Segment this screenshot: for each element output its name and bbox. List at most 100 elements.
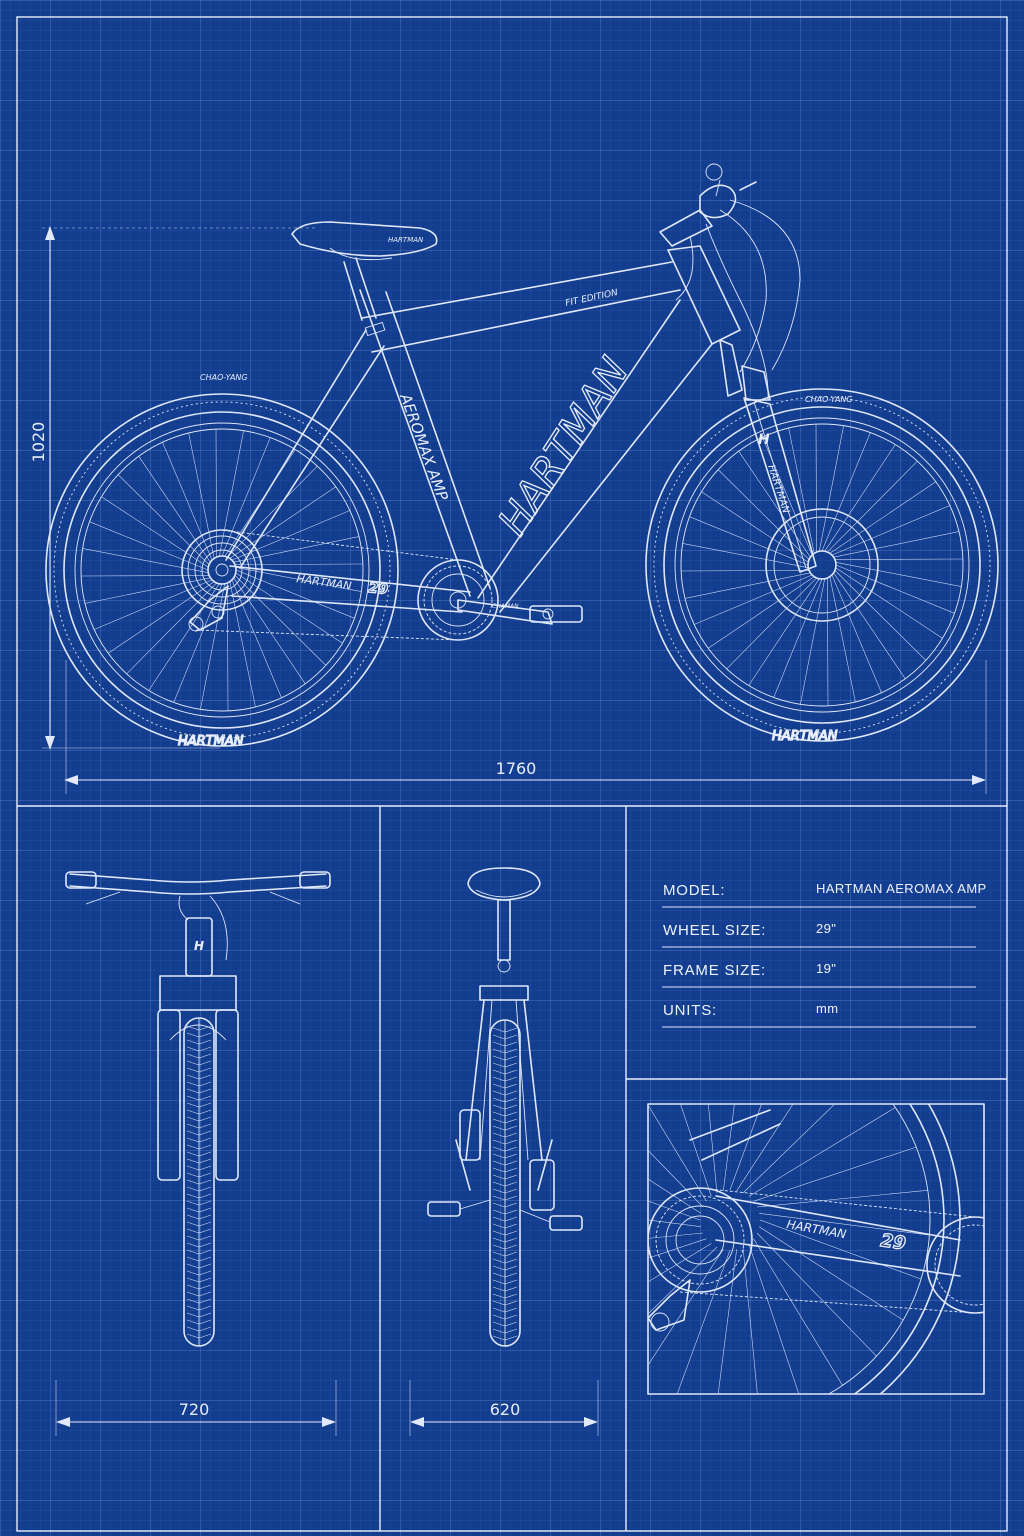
spec-label-wheel-size: WHEEL SIZE: xyxy=(663,922,766,939)
spoke xyxy=(827,577,829,706)
spoke xyxy=(834,558,963,560)
front-spokes xyxy=(681,424,963,706)
spoke xyxy=(173,583,223,703)
spoke xyxy=(762,437,813,556)
spoke xyxy=(756,1232,877,1357)
spoke xyxy=(648,1219,701,1227)
spoke xyxy=(723,1104,735,1191)
rear-spokes xyxy=(81,429,363,711)
spoke xyxy=(753,1146,917,1202)
saddle: HARTMAN xyxy=(291,221,438,337)
spoke xyxy=(729,1104,762,1191)
spec-label-units: UNITS: xyxy=(663,1002,717,1019)
spoke xyxy=(234,575,327,666)
spoke xyxy=(648,1178,701,1214)
chainstay-size-decal: 29 xyxy=(368,580,389,598)
spoke xyxy=(800,578,825,705)
spoke xyxy=(200,583,225,710)
panel-borders xyxy=(16,16,1008,1532)
spoke xyxy=(233,536,360,563)
spoke xyxy=(835,567,943,639)
spoke xyxy=(188,432,215,559)
spoke xyxy=(681,570,810,572)
side-view: 1020 1760 CHAO-YANG HARTMAN xyxy=(29,163,999,794)
spoke xyxy=(108,581,215,654)
frame: HARTMAN AEROMAX AMP FIT EDITION HARTMAN … xyxy=(225,245,741,613)
spoke xyxy=(138,456,211,563)
height-dimension: 1020 xyxy=(29,226,318,750)
spoke xyxy=(748,1107,896,1197)
rear-view-frame xyxy=(455,985,555,1211)
front-width-dimension: 720 xyxy=(55,1380,337,1436)
spoke xyxy=(215,429,217,558)
spoke xyxy=(126,582,217,675)
crank-decal: CHAMAN xyxy=(492,603,519,610)
spoke xyxy=(235,567,362,592)
rear-view-saddle xyxy=(467,867,541,973)
spoke xyxy=(648,1246,718,1315)
length-dimension: 1760 xyxy=(64,660,987,794)
spoke xyxy=(229,486,336,559)
front-view: H 720 xyxy=(55,871,337,1436)
spoke xyxy=(773,578,823,698)
spec-value-frame-size: 19" xyxy=(816,961,836,976)
front-view-badge: H xyxy=(194,939,204,953)
spoke xyxy=(819,425,844,552)
front-wheel: CHAO-YANG HARTMAN xyxy=(645,388,999,745)
rear-wheel: CHAO-YANG HARTMAN xyxy=(45,373,399,750)
downtube-decal: HARTMAN xyxy=(490,349,638,543)
spoke xyxy=(815,424,817,553)
rear-view-pedals xyxy=(427,1199,583,1231)
spoke xyxy=(717,469,810,560)
spoke xyxy=(707,1104,718,1194)
height-dimension-label: 1020 xyxy=(29,422,48,463)
chainstay-decal: HARTMAN xyxy=(296,572,353,593)
spoke xyxy=(748,578,820,686)
seatstay-decal: AEROMAX AMP xyxy=(396,390,452,504)
spoke xyxy=(788,427,815,554)
spec-value-units: mm xyxy=(816,1001,838,1016)
spoke xyxy=(101,496,209,568)
spoke xyxy=(827,460,918,553)
spoke xyxy=(759,1226,904,1321)
spoke xyxy=(756,1190,928,1208)
spec-label-model: MODEL: xyxy=(663,882,725,899)
spoke xyxy=(648,1249,724,1366)
spoke xyxy=(831,574,882,693)
spoke xyxy=(235,572,343,644)
spoke xyxy=(148,583,220,691)
spoke xyxy=(759,1213,930,1236)
spoke xyxy=(117,474,210,565)
spoke xyxy=(694,574,813,625)
spoke xyxy=(233,577,306,684)
spoke xyxy=(676,1249,731,1394)
spoke xyxy=(753,1238,843,1386)
spoke xyxy=(235,569,355,619)
spoke xyxy=(834,570,927,661)
spoke xyxy=(227,465,318,558)
spoke xyxy=(648,1243,712,1283)
spec-row-frame-size: FRAME SIZE: 19" xyxy=(662,961,976,988)
spoke xyxy=(227,582,229,711)
fork-badge: H xyxy=(758,432,770,448)
spoke xyxy=(833,531,960,558)
spoke xyxy=(219,430,244,557)
front-view-fork: H xyxy=(157,917,239,1181)
outer-border xyxy=(16,16,1008,1532)
spoke xyxy=(229,581,256,708)
spoke xyxy=(829,576,856,703)
drivetrain: CHAMAN xyxy=(181,529,583,641)
spoke xyxy=(648,1200,701,1221)
rear-tire-label: CHAO-YANG xyxy=(200,373,248,382)
spoke xyxy=(231,510,350,561)
spoke xyxy=(824,444,896,552)
spec-row-model: MODEL: HARTMAN AEROMAX AMP xyxy=(662,881,986,908)
spoke xyxy=(648,1104,707,1202)
rear-width-dimension: 620 xyxy=(409,1380,599,1436)
front-tire-label: CHAO-YANG xyxy=(805,395,853,404)
spec-row-wheel-size: WHEEL SIZE: 29" xyxy=(662,921,976,948)
spoke xyxy=(648,1238,707,1259)
spoke xyxy=(648,1149,704,1208)
spoke xyxy=(738,451,811,558)
